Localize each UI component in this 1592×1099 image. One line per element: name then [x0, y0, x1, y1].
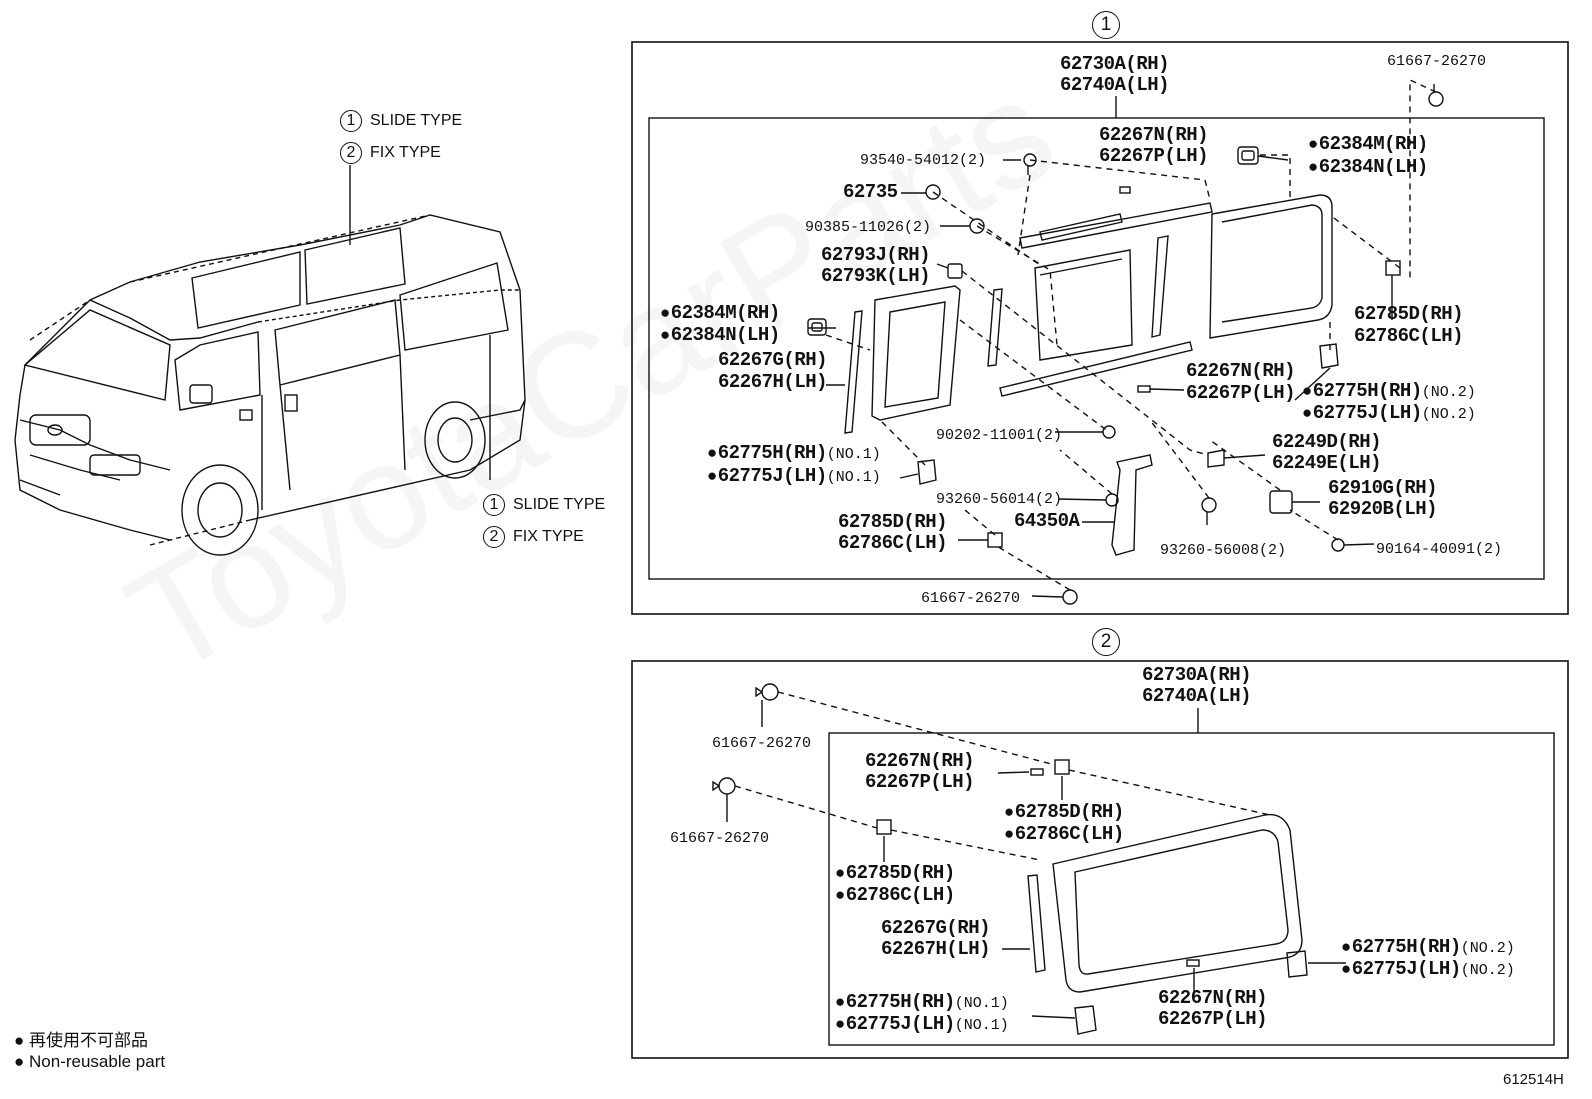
- label2-62730a: 62730A(RH): [1142, 664, 1252, 686]
- label-62786c-left: 62786C(LH): [838, 532, 948, 554]
- label-62249e: 62249E(LH): [1272, 452, 1382, 474]
- label-62384n-right: 62384N(LH): [1308, 157, 1429, 179]
- label-61667-top: 61667-26270: [1387, 53, 1487, 70]
- label2-62785d-a: 62785D(RH): [1004, 802, 1125, 824]
- label-62267h: 62267H(LH): [718, 371, 828, 393]
- label-93260-56014: 93260-56014(2): [936, 491, 1063, 508]
- label2-62775h-no2: 62775H(RH)(NO.2): [1341, 937, 1515, 959]
- label-62775h-no1: 62775H(RH)(NO.1): [707, 443, 881, 465]
- panel1-parts: [807, 78, 1444, 605]
- label2-62786c-b: 62786C(LH): [835, 885, 956, 907]
- label2-62267p-top: 62267P(LH): [865, 771, 975, 793]
- label-62775h-no2: 62775H(RH)(NO.2): [1302, 381, 1476, 403]
- legend-en: ● Non-reusable part: [14, 1052, 166, 1071]
- van-illustration: [14, 165, 526, 556]
- label2-62267h: 62267H(LH): [881, 938, 991, 960]
- panel1-marker: 1: [1092, 11, 1120, 39]
- label-61667-bottom: 61667-26270: [921, 590, 1021, 607]
- figure-code: 612514H: [1503, 1071, 1564, 1088]
- label-62267n-mid: 62267N(RH): [1186, 360, 1296, 382]
- bullet-icon: ●: [14, 1052, 25, 1071]
- panel2-parts: [712, 683, 1346, 1035]
- label-62735: 62735: [843, 181, 898, 203]
- label2-62740a: 62740A(LH): [1142, 685, 1252, 707]
- label-62384n-left: 62384N(LH): [660, 325, 781, 347]
- label-62910g: 62910G(RH): [1328, 477, 1438, 499]
- label-62920b: 62920B(LH): [1328, 498, 1438, 520]
- label-90385: 90385-11026(2): [805, 219, 932, 236]
- label-62730a: 62730A(RH): [1060, 53, 1170, 75]
- label2-62267n-top: 62267N(RH): [865, 750, 975, 772]
- legend-jp: ● 再使用不可部品: [14, 1031, 149, 1050]
- label-62785d-left: 62785D(RH): [838, 511, 948, 533]
- panel1-frame: [631, 41, 1569, 615]
- label-90164: 90164-40091(2): [1376, 541, 1503, 558]
- label-62793j: 62793J(RH): [821, 244, 931, 266]
- label-62786c-right: 62786C(LH): [1354, 325, 1464, 347]
- label-93540: 93540-54012(2): [860, 152, 987, 169]
- label2-61667-b: 61667-26270: [670, 830, 770, 847]
- label2-62775j-no2: 62775J(LH)(NO.2): [1341, 959, 1515, 981]
- label2-62775j-no1: 62775J(LH)(NO.1): [835, 1014, 1009, 1036]
- label-62785d-right: 62785D(RH): [1354, 303, 1464, 325]
- label2-62785d-b: 62785D(RH): [835, 863, 956, 885]
- label-62267g: 62267G(RH): [718, 349, 828, 371]
- bullet-icon: ●: [14, 1031, 25, 1050]
- label-62267n-top: 62267N(RH): [1099, 124, 1209, 146]
- label-62384m-right: 62384M(RH): [1308, 134, 1429, 156]
- label-62267p-mid: 62267P(LH): [1186, 382, 1296, 404]
- label2-62267n-bottom: 62267N(RH): [1158, 987, 1268, 1009]
- label-62384m-left: 62384M(RH): [660, 303, 781, 325]
- label-62740a: 62740A(LH): [1060, 74, 1170, 96]
- label2-62267p-bottom: 62267P(LH): [1158, 1008, 1268, 1030]
- label-62267p-top: 62267P(LH): [1099, 145, 1209, 167]
- label2-62267g: 62267G(RH): [881, 917, 991, 939]
- label2-61667-a: 61667-26270: [712, 735, 812, 752]
- label-62775j-no2: 62775J(LH)(NO.2): [1302, 403, 1476, 425]
- panel2-marker: 2: [1092, 628, 1120, 656]
- label2-62786c-a: 62786C(LH): [1004, 824, 1125, 846]
- label-93260-56008: 93260-56008(2): [1160, 542, 1287, 559]
- label2-62775h-no1: 62775H(RH)(NO.1): [835, 992, 1009, 1014]
- label-90202: 90202-11001(2): [936, 427, 1063, 444]
- panel2-frame: [631, 660, 1569, 1059]
- label-62793k: 62793K(LH): [821, 265, 931, 287]
- label-62249d: 62249D(RH): [1272, 431, 1382, 453]
- label-64350a: 64350A: [1014, 510, 1080, 532]
- label-62775j-no1: 62775J(LH)(NO.1): [707, 466, 881, 488]
